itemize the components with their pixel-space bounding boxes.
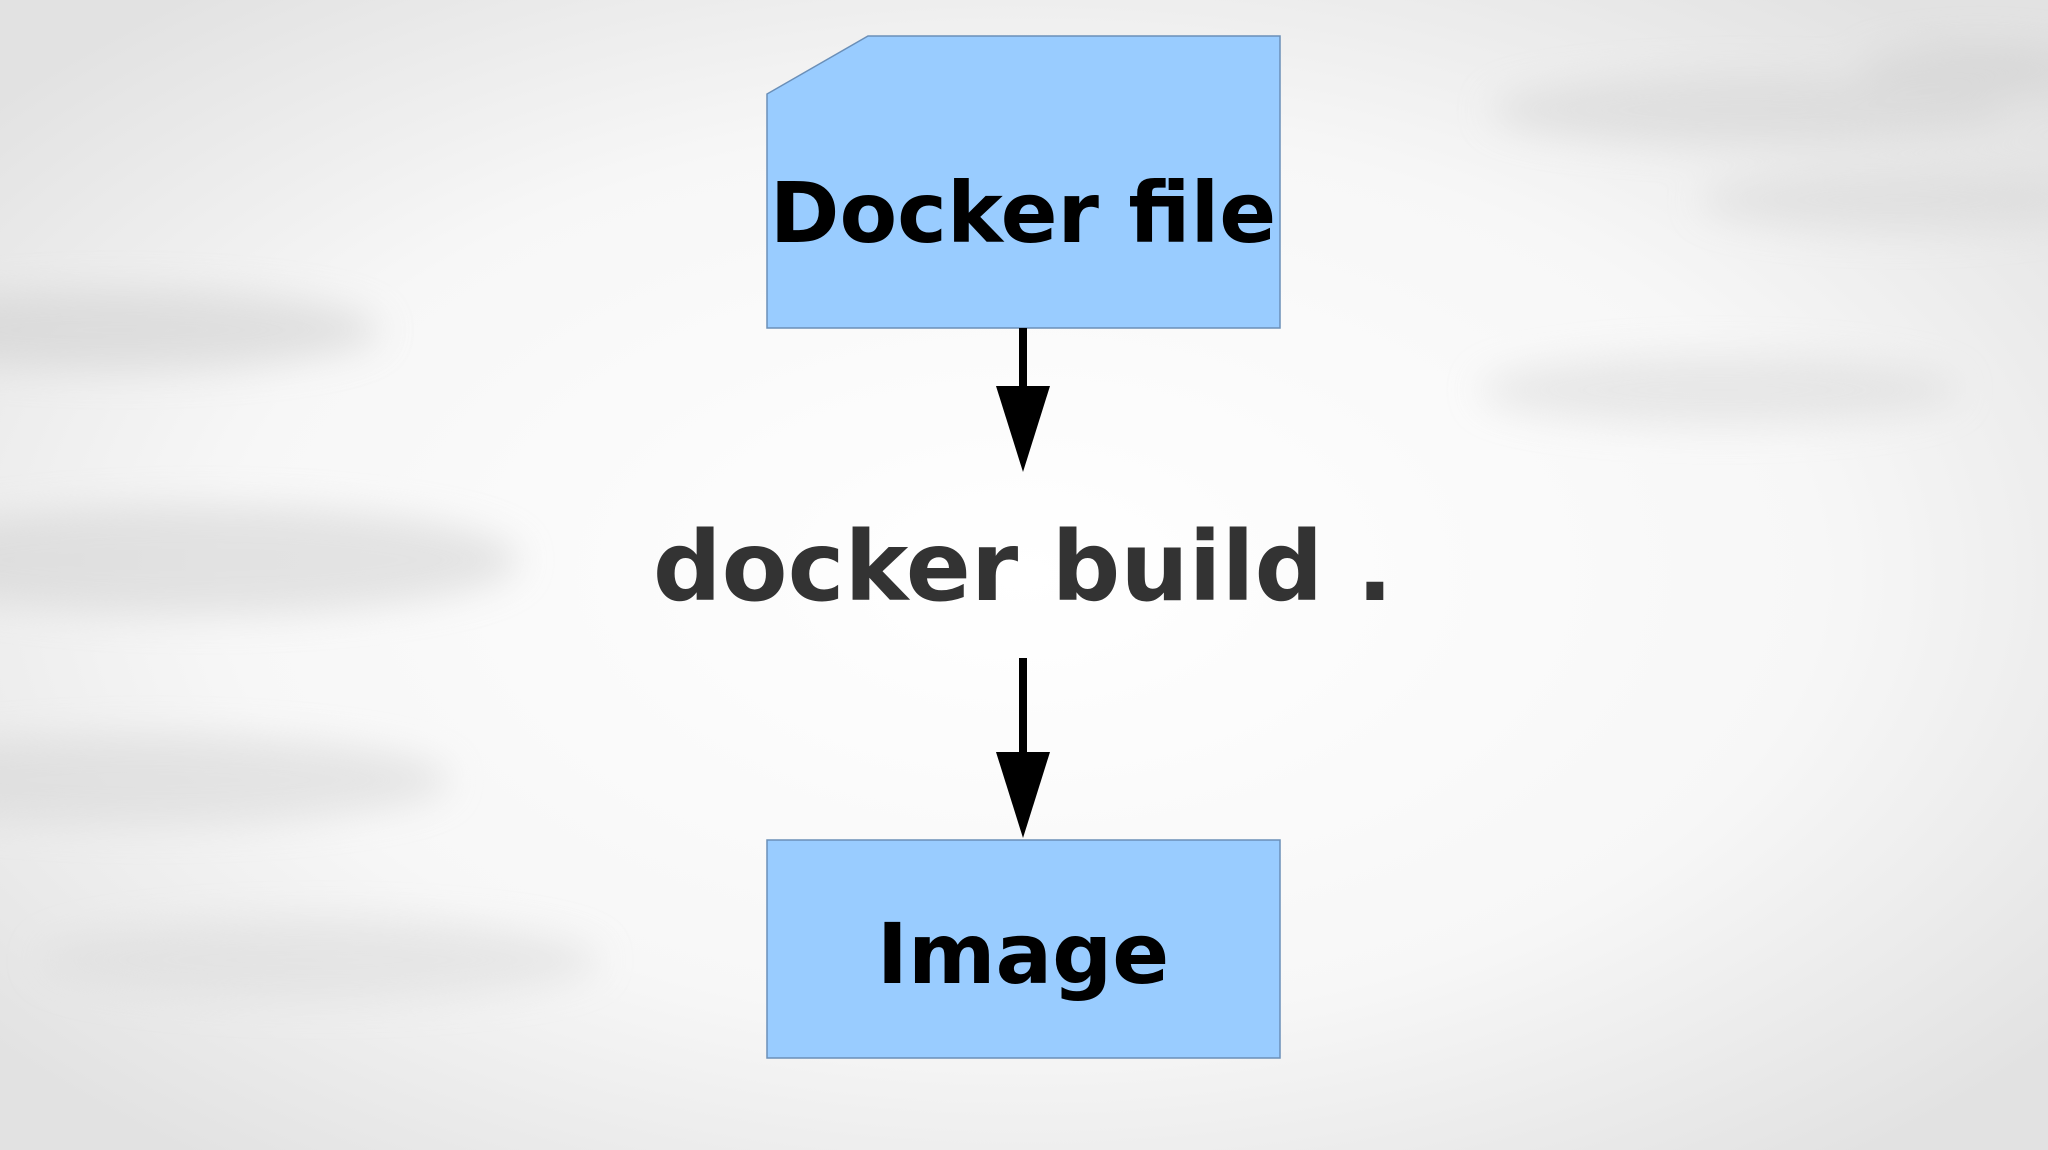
image-node: Image	[766, 839, 1281, 1059]
arrow-to-command	[996, 328, 1050, 472]
docker-file-node: Docker file	[766, 35, 1281, 329]
arrow-to-image	[996, 658, 1050, 838]
docker-file-label: Docker file	[770, 164, 1277, 262]
docker-build-command: docker build .	[653, 511, 1393, 623]
image-label: Image	[877, 905, 1170, 1003]
image-shape	[766, 839, 1281, 1059]
background-texture	[0, 45, 2048, 1000]
